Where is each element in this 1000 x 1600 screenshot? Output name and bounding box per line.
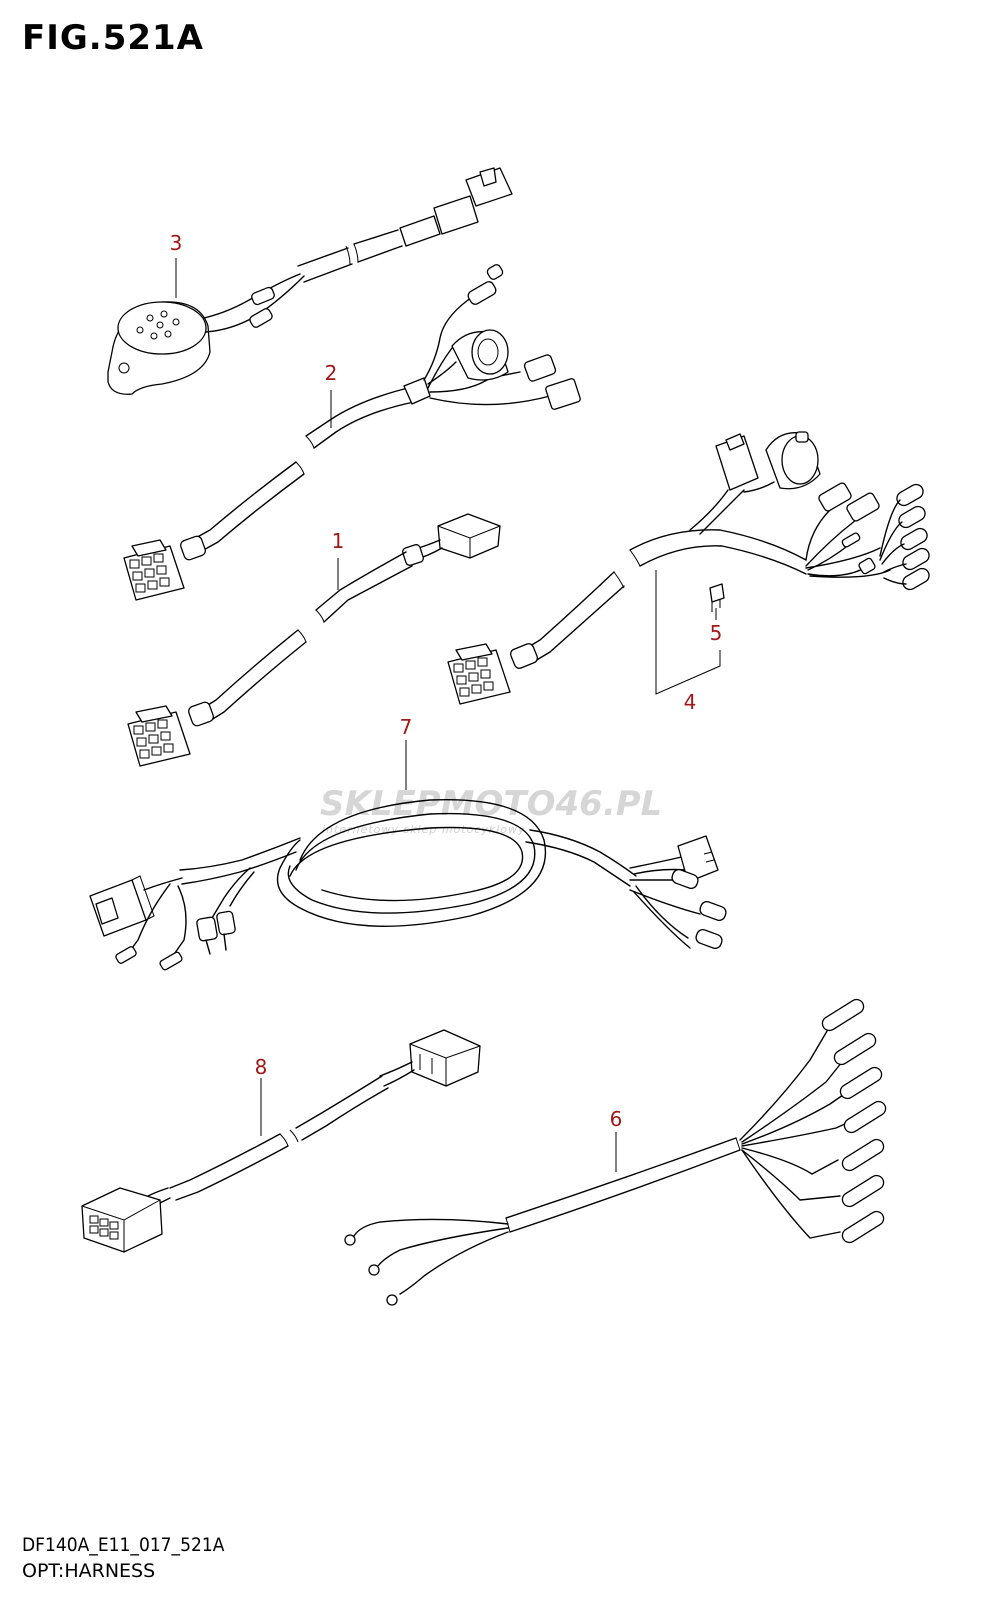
callouts: 1 2 3 4 5 6 7 8 <box>170 231 723 1172</box>
callout-6: 6 <box>610 1107 623 1131</box>
watermark-text-b: MOTO <box>441 784 556 824</box>
figure-code: DF140A_E11_017_521A <box>22 1534 225 1556</box>
callout-7: 7 <box>400 715 413 739</box>
callout-1: 1 <box>332 529 345 553</box>
watermark-text-a: SKLEP <box>320 784 441 824</box>
callout-3: 3 <box>170 231 183 255</box>
watermark-text-d: .PL <box>603 784 663 824</box>
part-1-extension-harness <box>127 513 501 767</box>
svg-text:SKLEPMOTO46.PL: SKLEPMOTO46.PL <box>320 784 662 824</box>
part-6-meter-harness <box>344 998 887 1306</box>
watermark-tagline: internetowy sklep motocyklowy <box>322 823 526 836</box>
figure-description: OPT:HARNESS <box>22 1560 156 1582</box>
watermark-text-c: 46 <box>555 784 603 824</box>
part-7-loop-harness <box>89 798 727 971</box>
callout-2: 2 <box>325 361 338 385</box>
callout-8: 8 <box>255 1055 268 1079</box>
part-4-harness-with-fuse <box>447 431 930 705</box>
callout-5: 5 <box>710 621 723 645</box>
part-8-adapter-harness <box>81 1029 481 1253</box>
part-2-main-harness <box>123 264 581 601</box>
callout-4: 4 <box>684 690 697 714</box>
watermark: SKLEPMOTO46.PL internetowy sklep motocyk… <box>320 784 662 836</box>
figure-title: FIG.521A <box>22 18 204 58</box>
part-3-buzzer-harness <box>107 167 513 395</box>
